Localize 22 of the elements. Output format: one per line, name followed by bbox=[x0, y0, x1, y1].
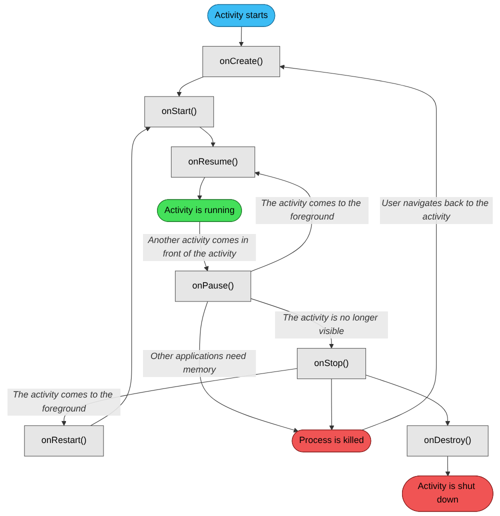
arrow bbox=[445, 456, 450, 476]
arrow bbox=[238, 26, 244, 47]
arrow bbox=[328, 378, 334, 430]
node-box: onPause() bbox=[174, 270, 251, 302]
node-box: onStart() bbox=[144, 96, 214, 128]
edge-label: Other applications need memory bbox=[150, 352, 246, 375]
arrow bbox=[279, 64, 436, 431]
arrow bbox=[199, 126, 216, 147]
node-box: onResume() bbox=[170, 146, 255, 178]
node-box: onDestroy() bbox=[406, 425, 488, 456]
edge-label: Another activity comes in front of the activity bbox=[148, 236, 248, 259]
arrow bbox=[90, 126, 150, 426]
arrow bbox=[196, 176, 205, 200]
node-box: onCreate() bbox=[202, 46, 280, 78]
edge-label: The activity comes to the foreground bbox=[12, 390, 112, 414]
arrow bbox=[176, 76, 204, 97]
edge-label: The activity comes to the foreground bbox=[260, 198, 361, 222]
arrow bbox=[365, 374, 450, 426]
edge-label: User navigates back to the activity bbox=[381, 198, 488, 222]
edge-label: The activity is no longer visible bbox=[282, 313, 378, 336]
node-box: onRestart() bbox=[24, 425, 104, 456]
node-box: onStop() bbox=[296, 348, 366, 380]
